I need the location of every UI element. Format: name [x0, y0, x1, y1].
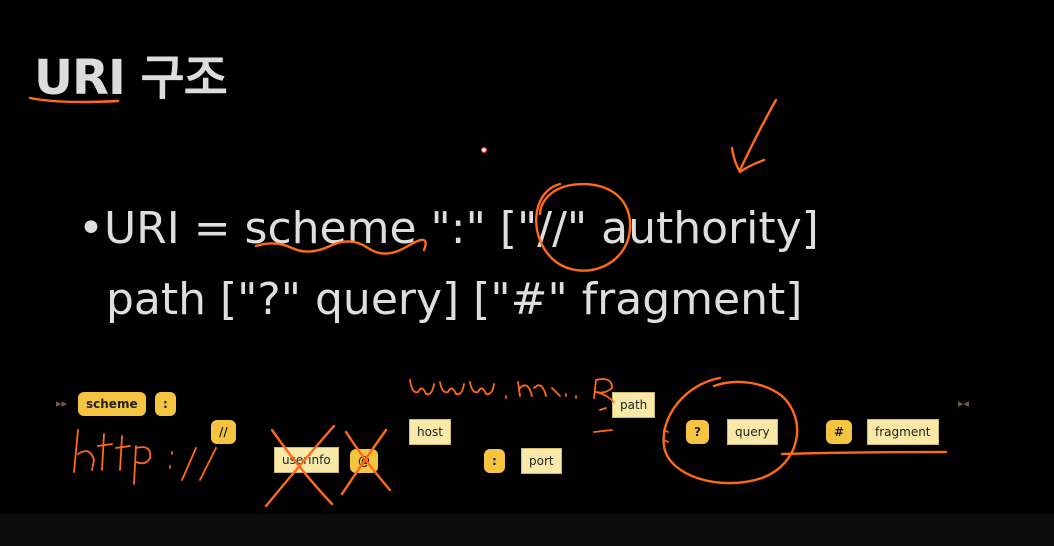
diagram-start-arrow-icon: ▸▸ [56, 397, 68, 410]
port-colon-node: : [484, 449, 505, 473]
at-node: @ [350, 449, 378, 473]
host-node: host [409, 419, 451, 445]
fragment-underline-stroke [780, 450, 948, 456]
bottom-band [0, 514, 1054, 546]
arrow-head-stroke [730, 146, 766, 174]
authority-part: ":" ["//" authority] [416, 203, 819, 254]
colon-node: : [155, 392, 176, 416]
question-mark-node: ? [686, 420, 709, 444]
cursor-dot [481, 147, 488, 154]
uri-definition-line-1: •URI = scheme ":" ["//" authority] [78, 203, 819, 254]
arrow-shaft-stroke [738, 98, 778, 172]
port-node: port [521, 448, 562, 474]
bullet-icon: • [78, 203, 104, 254]
slide-title: URI 구조 [34, 50, 228, 106]
diagram-end-arrow-icon: ▸◂ [958, 397, 970, 410]
fragment-node: fragment [867, 419, 939, 445]
scheme-node: scheme [78, 392, 146, 416]
scheme-term: scheme [244, 203, 417, 254]
handwriting-http [73, 429, 217, 485]
slashes-node: // [211, 420, 236, 444]
userinfo-node: userinfo [274, 447, 339, 473]
hash-node: # [826, 420, 853, 444]
handwriting-url [409, 378, 615, 403]
uri-prefix: URI = [103, 203, 245, 254]
query-node: query [727, 419, 778, 445]
uri-definition-line-2: path ["?" query] ["#" fragment] [106, 274, 803, 325]
path-node: path [612, 392, 656, 418]
